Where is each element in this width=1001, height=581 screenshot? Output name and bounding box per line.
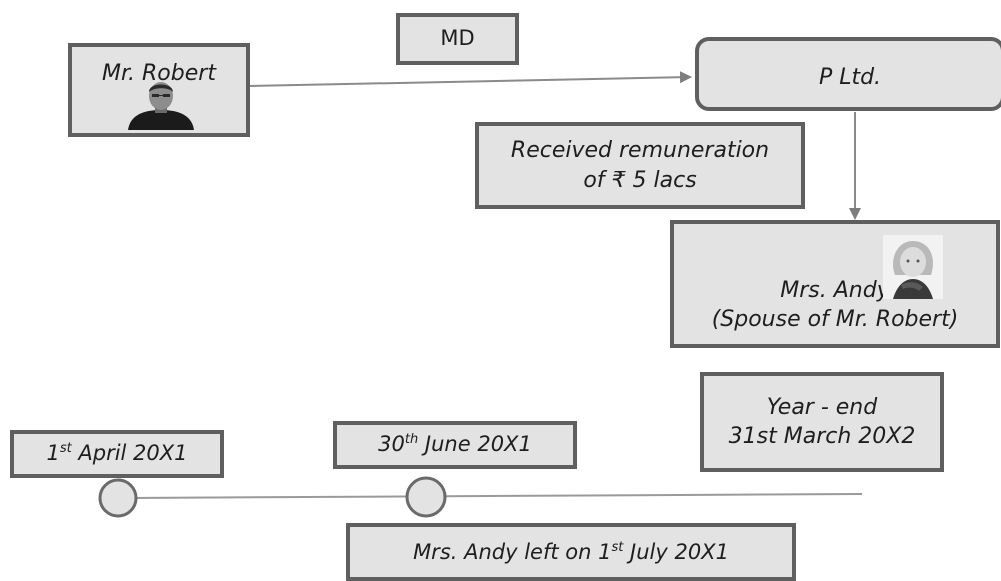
andy-left-rest: July 20X1 [623, 540, 729, 564]
md-label: MD [440, 26, 475, 51]
timeline-marker-start [98, 478, 138, 518]
mrs-andy-avatar-icon [883, 235, 943, 299]
remuneration-line-2: of ₹ 5 lacs [583, 167, 697, 193]
p-ltd-box: P Ltd. [695, 37, 1001, 111]
date-mid-label: 30th June 20X1 [378, 431, 532, 459]
mrs-andy-line-2: (Spouse of Mr. Robert) [711, 306, 959, 332]
mr-robert-box: Mr. Robert [68, 43, 250, 137]
andy-left-sup: st [611, 540, 624, 555]
mr-robert-label: Mr. Robert [102, 61, 216, 86]
andy-left-box: Mrs. Andy left on 1st July 20X1 [346, 523, 796, 581]
timeline-marker-mid [405, 476, 447, 518]
date-start-rest: April 20X1 [71, 441, 188, 466]
andy-left-label: Mrs. Andy left on 1st July 20X1 [413, 539, 729, 567]
mrs-andy-line-1: Mrs. Andy [780, 277, 890, 303]
year-end-line-2: 31st March 20X2 [728, 424, 916, 449]
date-start-box: 1st April 20X1 [10, 430, 224, 478]
mrs-andy-box: Mrs. Andy (Spouse of Mr. Robert) [670, 220, 1000, 348]
p-ltd-label: P Ltd. [818, 65, 882, 90]
md-box: MD [396, 13, 519, 65]
year-end-box: Year - end 31st March 20X2 [700, 372, 944, 472]
date-start-day: 1 [46, 441, 60, 466]
remuneration-box: Received remuneration of ₹ 5 lacs [475, 122, 805, 209]
year-end-line-1: Year - end [766, 394, 878, 420]
andy-left-prefix: Mrs. Andy left on 1 [413, 540, 612, 564]
robert-to-pltd-arrow [249, 71, 692, 87]
date-mid-sup: th [404, 432, 419, 448]
date-mid-day: 30 [378, 432, 405, 457]
mr-robert-avatar-icon [128, 82, 194, 130]
date-mid-rest: June 20X1 [418, 432, 532, 457]
date-start-sup: st [59, 441, 72, 457]
date-start-label: 1st April 20X1 [46, 440, 187, 468]
timeline-line [117, 493, 863, 499]
remuneration-line-1: Received remuneration [510, 138, 770, 164]
date-mid-box: 30th June 20X1 [333, 421, 577, 469]
